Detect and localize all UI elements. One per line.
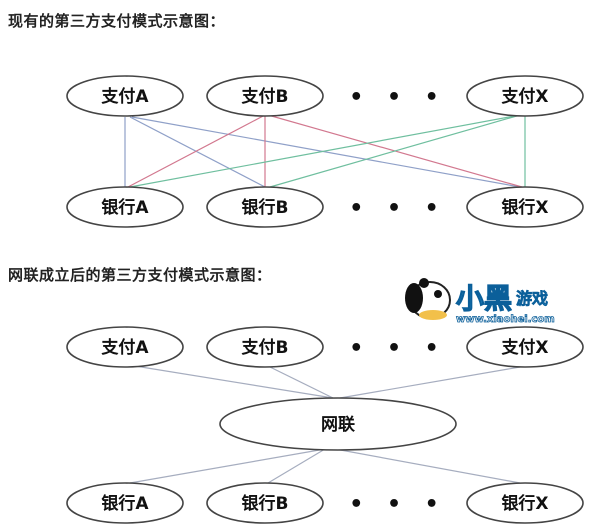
node-bank-x [466, 186, 584, 228]
node2-bank-b [206, 482, 324, 524]
ellipsis-pay: • • • [349, 85, 447, 110]
label2-bank-a: 银行A [101, 493, 149, 514]
node-hub [219, 397, 457, 451]
label-pay-a: 支付A [101, 86, 149, 107]
label-bank-x: 银行X [501, 197, 548, 218]
node-pay-a [66, 75, 184, 117]
ellipsis2-bank: • • • [349, 492, 447, 517]
watermark-brand-mark: 小黑 [456, 282, 512, 315]
label-hub: 网联 [321, 415, 355, 435]
label2-pay-b: 支付B [242, 337, 289, 358]
label-bank-b: 银行B [242, 197, 289, 218]
link-payX-hub [339, 366, 521, 399]
link-payX-bankB [269, 114, 521, 188]
node2-bank-a [66, 482, 184, 524]
link-hub-bankX [334, 448, 521, 484]
link-payB-bankA [127, 114, 266, 188]
node-bank-b [206, 186, 324, 228]
label2-pay-x: 支付X [501, 337, 548, 358]
label2-bank-x: 银行X [501, 493, 548, 514]
link-payA-bankB [129, 116, 266, 188]
link-hub-bankB [267, 448, 326, 484]
label-pay-b: 支付B [242, 86, 289, 107]
link-payB-hub [269, 366, 334, 399]
link-payX-bankA [129, 114, 521, 188]
node-bank-a [66, 186, 184, 228]
node2-pay-a [66, 326, 184, 368]
node-pay-b [206, 75, 324, 117]
node-pay-x [466, 75, 584, 117]
ellipsis2-pay: • • • [349, 336, 447, 361]
watermark-brand-sub: 游戏 [516, 289, 548, 308]
link-hub-bankA [129, 448, 326, 484]
label2-pay-a: 支付A [101, 337, 149, 358]
panda-mascot-icon [405, 278, 451, 320]
label-pay-x: 支付X [501, 86, 548, 107]
node2-pay-b [206, 326, 324, 368]
node2-pay-x [466, 326, 584, 368]
diagram2-title: 网联成立后的第三方支付模式示意图： [8, 266, 272, 284]
label2-bank-b: 银行B [242, 493, 289, 514]
diagram1-links [124, 114, 526, 188]
watermark-logo: 小黑 游戏 www.xiaohei.com [405, 278, 555, 325]
node2-bank-x [466, 482, 584, 524]
diagram1-title: 现有的第三方支付模式示意图： [8, 12, 226, 30]
link-payA-bankX [131, 116, 521, 188]
link-payA-hub [134, 365, 334, 399]
ellipsis-bank: • • • [349, 196, 447, 221]
label-bank-a: 银行A [101, 197, 149, 218]
watermark-url: www.xiaohei.com [456, 314, 555, 325]
diagram2-links [129, 365, 521, 484]
